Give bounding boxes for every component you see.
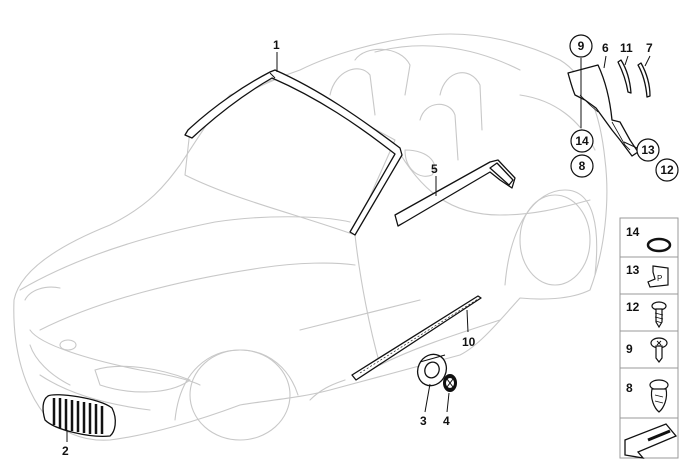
callout-3: 3 [420, 414, 427, 428]
legend-label-9: 9 [626, 342, 633, 356]
part-1-windscreen-moulding [184, 69, 403, 236]
callout-7: 7 [646, 41, 653, 55]
part-4-badge [443, 374, 457, 392]
legend-label-14: 14 [626, 225, 640, 239]
legend-label-12: 12 [626, 300, 640, 314]
push-clip-icon [649, 379, 669, 413]
legend-row-14: 14 [626, 225, 672, 253]
legend-row-12: 12 [626, 300, 667, 329]
part-5-pillar-trim [394, 159, 516, 227]
expanding-rivet-icon [650, 337, 668, 363]
legend-row-13: 13 P [626, 263, 669, 288]
legend-label-8: 8 [626, 381, 633, 395]
part-cluster-rear-trim [567, 59, 651, 157]
leader-lines [66, 52, 651, 442]
grommet-ring-icon [646, 237, 672, 253]
callout-9: 9 [578, 39, 585, 53]
callouts: 1 2 3 4 5 6 7 10 11 9 14 8 13 12 [62, 34, 679, 458]
legend-panel: 14 13 P 12 9 [619, 217, 679, 459]
callout-12: 12 [660, 163, 674, 177]
part-10-sill-strip [351, 295, 482, 381]
callout-8: 8 [579, 159, 586, 173]
callout-14: 14 [575, 134, 589, 148]
legend-label-13: 13 [626, 263, 640, 277]
legend-row-9: 9 [626, 337, 668, 363]
callout-10: 10 [462, 335, 476, 349]
callout-13: 13 [641, 143, 655, 157]
part-3-grommet [416, 353, 448, 387]
clip-nut-icon [647, 265, 669, 288]
arrow-icon [624, 423, 678, 459]
svg-text:P: P [657, 274, 662, 283]
callout-5: 5 [431, 162, 438, 176]
callout-2: 2 [62, 444, 69, 458]
callout-1: 1 [273, 38, 280, 52]
screw-icon [651, 301, 667, 329]
callout-11: 11 [620, 41, 633, 55]
part-2-kidney-grille [42, 394, 116, 437]
callout-4: 4 [443, 414, 450, 428]
car-outline [13, 33, 608, 441]
callout-6: 6 [602, 41, 609, 55]
legend-row-8: 8 [626, 379, 669, 413]
